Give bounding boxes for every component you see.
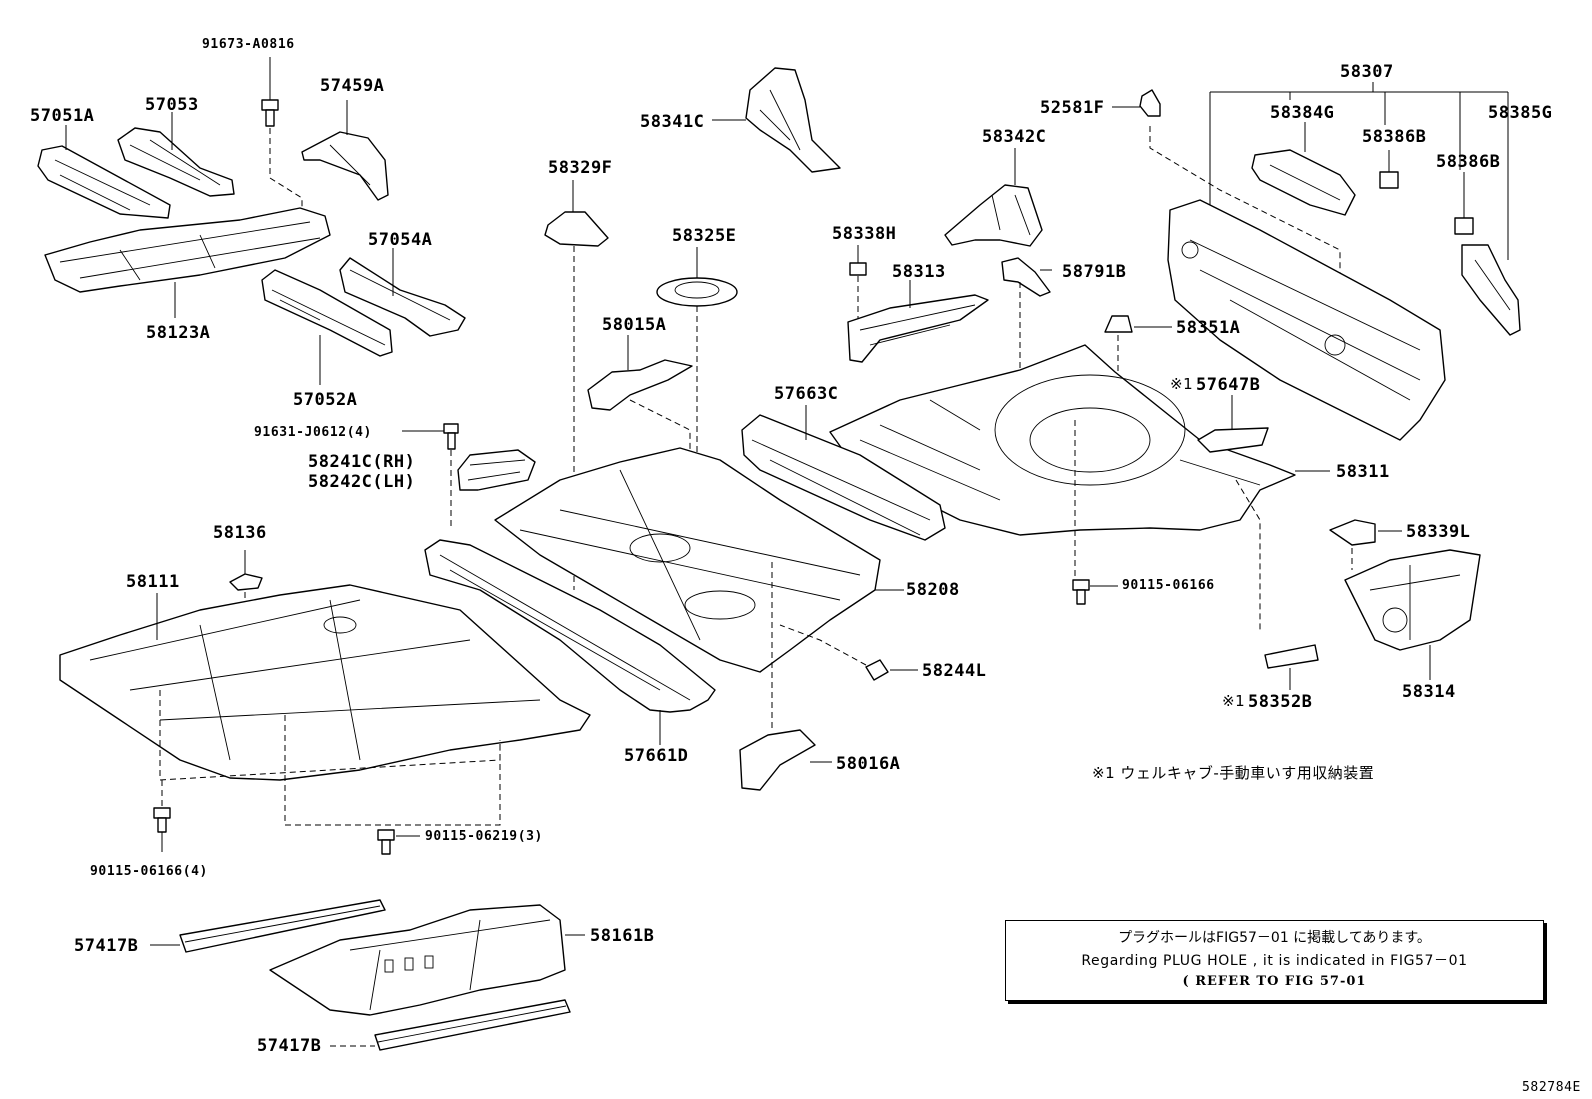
bolt-91631-drawing bbox=[402, 423, 459, 530]
member-57052a-drawing bbox=[261, 269, 393, 385]
crossmember-58123a-drawing bbox=[44, 207, 331, 318]
label-57417b-upper: 57417B bbox=[74, 936, 139, 956]
bracket-58016a-drawing bbox=[739, 560, 832, 791]
panel-58313-drawing bbox=[847, 280, 989, 363]
cap-58329f-drawing bbox=[544, 180, 609, 590]
bracket-58352b-drawing bbox=[1264, 644, 1319, 690]
label-58325e: 58325E bbox=[672, 226, 737, 246]
bracket-57051a-drawing bbox=[37, 125, 171, 219]
bracket-58339l-drawing bbox=[1329, 519, 1402, 570]
bolt-90115-right-drawing bbox=[1072, 579, 1118, 605]
label-58314: 58314 bbox=[1402, 682, 1456, 702]
rear-floor-58311-drawing bbox=[829, 344, 1330, 630]
label-91673: 91673-A0816 bbox=[202, 37, 295, 52]
center-floor-58208-drawing bbox=[494, 447, 904, 673]
label-58123a: 58123A bbox=[146, 323, 211, 343]
label-57661d: 57661D bbox=[624, 746, 689, 766]
label-58386b-lower: 58386B bbox=[1436, 152, 1501, 172]
label-57051a: 57051A bbox=[30, 106, 95, 126]
label-90115-center: 90115-06219(3) bbox=[425, 829, 543, 844]
bracket-58385g-drawing bbox=[1461, 244, 1521, 336]
label-57647b: 57647B bbox=[1196, 375, 1261, 395]
bolt-90115-left-drawing bbox=[153, 780, 171, 852]
label-58384g: 58384G bbox=[1270, 103, 1335, 123]
label-58244l: 58244L bbox=[922, 661, 987, 681]
front-floor-58111-drawing bbox=[59, 584, 591, 826]
label-90115-left: 90115-06166(4) bbox=[90, 864, 208, 879]
note-line-english: Regarding PLUG HOLE , it is indicated in… bbox=[1081, 953, 1468, 969]
panel-58314-drawing bbox=[1344, 549, 1481, 680]
label-58342c: 58342C bbox=[982, 127, 1047, 147]
label-58329f: 58329F bbox=[548, 158, 613, 178]
clip-58386b-lower-drawing bbox=[1454, 172, 1474, 235]
label-58386b-upper: 58386B bbox=[1362, 127, 1427, 147]
label-58352b: 58352B bbox=[1248, 692, 1313, 712]
label-58111: 58111 bbox=[126, 572, 180, 592]
label-mark-57647b: ※1 bbox=[1170, 375, 1194, 393]
bracket-57053-drawing bbox=[117, 112, 235, 197]
label-57417b-lower: 57417B bbox=[257, 1036, 322, 1056]
floor-58161b-drawing bbox=[269, 904, 585, 1016]
label-58385g: 58385G bbox=[1488, 103, 1553, 123]
panel-58341c-drawing bbox=[712, 67, 841, 173]
bracket-58384g-drawing bbox=[1251, 122, 1356, 216]
note-line-japanese: プラグホールはFIG57－01 に掲載してあります。 bbox=[1118, 930, 1431, 946]
label-58313: 58313 bbox=[892, 262, 946, 282]
label-57054a: 57054A bbox=[368, 230, 433, 250]
label-58351a: 58351A bbox=[1176, 318, 1241, 338]
panel-58307-drawing bbox=[1167, 82, 1509, 441]
label-58161b: 58161B bbox=[590, 926, 655, 946]
label-52581f: 52581F bbox=[1040, 98, 1105, 118]
bolt-90115-center-drawing bbox=[377, 829, 420, 855]
label-90115-right: 90115-06166 bbox=[1122, 578, 1215, 593]
clip-58338h-drawing bbox=[849, 245, 867, 320]
label-58311: 58311 bbox=[1336, 462, 1390, 482]
label-58338h: 58338H bbox=[832, 224, 897, 244]
side-member-57661d-drawing bbox=[424, 539, 716, 745]
label-58241c-rh: 58241C(RH) bbox=[308, 452, 416, 472]
label-58136: 58136 bbox=[213, 523, 267, 543]
bracket-57459a-drawing bbox=[301, 100, 389, 201]
label-58015a: 58015A bbox=[602, 315, 667, 335]
label-57459a: 57459A bbox=[320, 76, 385, 96]
label-58242c-lh: 58242C(LH) bbox=[308, 472, 416, 492]
rail-57417b-lower-drawing bbox=[330, 999, 571, 1051]
label-57053: 57053 bbox=[145, 95, 199, 115]
label-58341c: 58341C bbox=[640, 112, 705, 132]
plug-52581f-drawing bbox=[1112, 89, 1341, 280]
label-91631: 91631-J0612(4) bbox=[254, 425, 372, 440]
panel-58342c-drawing bbox=[944, 148, 1043, 247]
label-58016a: 58016A bbox=[836, 754, 901, 774]
rail-57417b-upper-drawing bbox=[150, 899, 386, 953]
plug-hole-reference-note: プラグホールはFIG57－01 に掲載してあります。 Regarding PLU… bbox=[1005, 920, 1544, 1001]
label-58208: 58208 bbox=[906, 580, 960, 600]
label-57052a: 57052A bbox=[293, 390, 358, 410]
footnote-wheelchair-storage: ※1 ウェルキャブ-手動車いす用収納装置 bbox=[1092, 764, 1375, 782]
member-57054a-drawing bbox=[339, 248, 466, 337]
clip-58244l-drawing bbox=[779, 624, 918, 681]
bracket-58241c-drawing bbox=[457, 449, 536, 491]
clip-58386b-upper-drawing bbox=[1379, 150, 1399, 189]
crossmember-57663c-drawing bbox=[741, 405, 946, 541]
label-mark-58352b: ※1 bbox=[1222, 692, 1246, 710]
note-refer-to-fig: ( REFER TO FIG 57-01 bbox=[1182, 974, 1367, 989]
figure-code: 582784E bbox=[1522, 1080, 1581, 1095]
label-58307: 58307 bbox=[1340, 62, 1394, 82]
bolt-91673-drawing bbox=[261, 57, 303, 215]
label-58339l: 58339L bbox=[1406, 522, 1471, 542]
label-57663c: 57663C bbox=[774, 384, 839, 404]
bracket-57647b-drawing bbox=[1197, 395, 1269, 453]
label-58791b: 58791B bbox=[1062, 262, 1127, 282]
